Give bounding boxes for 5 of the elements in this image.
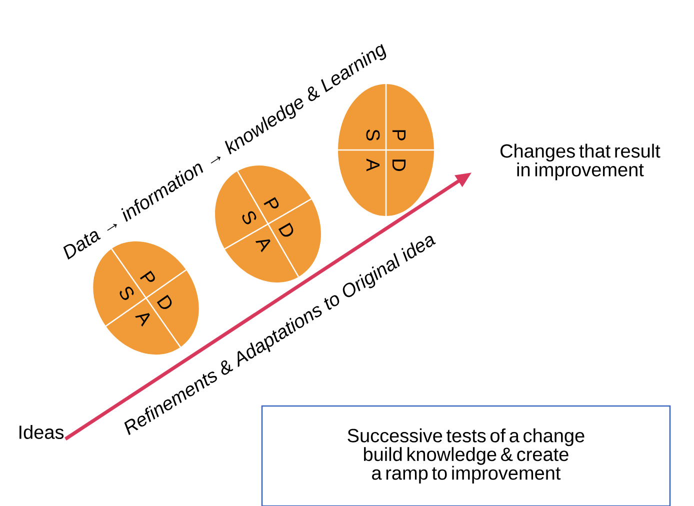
pdsa-cycle: P D S A — [215, 166, 321, 282]
summary-box: Successive tests of a change build knowledge & create a ramp to improvement — [261, 405, 671, 506]
pdsa-cycle: P D S A — [338, 84, 434, 216]
idea-text: Ideas — [20, 425, 64, 439]
outcome-text: Changes that result in improvement — [500, 144, 660, 180]
